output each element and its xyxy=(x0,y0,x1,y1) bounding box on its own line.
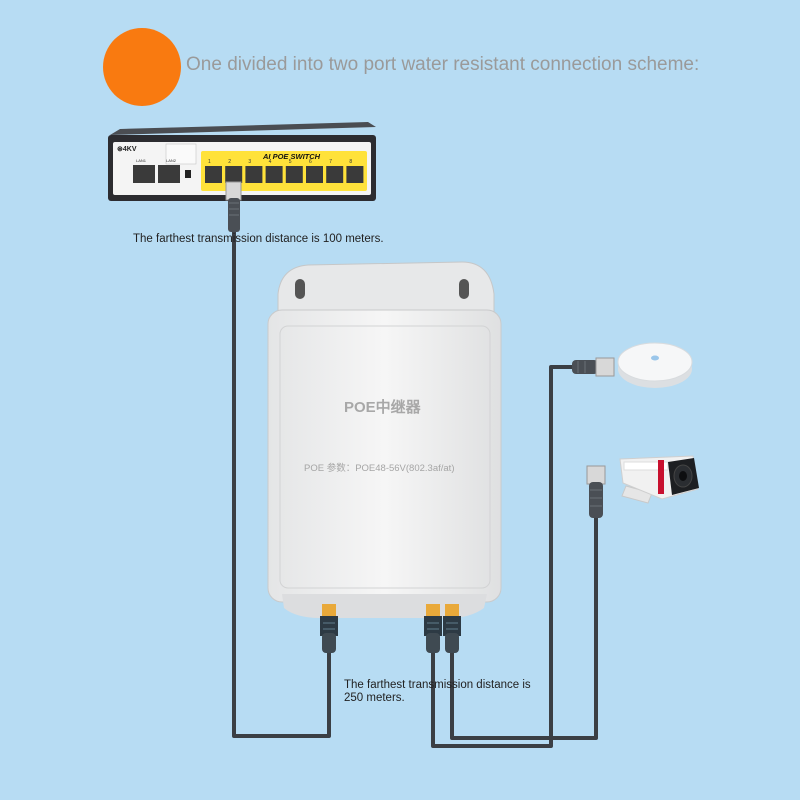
poe-port-4 xyxy=(265,166,283,183)
diagram-title: One divided into two port water resistan… xyxy=(186,54,700,75)
poe-port-2 xyxy=(225,166,243,183)
port-number-7: 7 xyxy=(329,159,332,165)
port-number-4: 4 xyxy=(268,159,272,165)
poe-extender xyxy=(267,261,502,618)
poe-port-5 xyxy=(285,166,303,183)
lan2-label: LAN2 xyxy=(166,158,177,163)
cable-extender-to-camera xyxy=(450,518,598,740)
poe-port-panel xyxy=(201,151,367,191)
cable-switch-to-extender xyxy=(232,232,331,738)
poe-port-1 xyxy=(205,166,222,183)
cables xyxy=(232,232,598,748)
poe-port-7 xyxy=(326,166,344,183)
orange-bullet-icon xyxy=(103,28,181,106)
extender-output-plug-1 xyxy=(424,616,442,653)
shield-icon: ⊛ xyxy=(117,146,123,153)
distance-note-extender: The farthest transmission distance is 25… xyxy=(344,679,531,704)
cable-extender-to-ap xyxy=(431,365,584,748)
wireless-ap-icon xyxy=(617,342,693,388)
distance-note-switch: The farthest transmission distance is 10… xyxy=(133,233,384,245)
poe-switch xyxy=(108,122,376,201)
poe-port-6 xyxy=(306,166,323,183)
port-number-1: 1 xyxy=(208,159,211,165)
ap-cable-plug xyxy=(572,357,615,377)
switch-brand: ⊛4KV xyxy=(117,146,137,153)
extender-name: POE中继器 xyxy=(344,399,421,416)
bullet-camera-icon xyxy=(619,455,699,504)
poe-port-8 xyxy=(346,166,364,183)
switch-title: AI POE SWITCH xyxy=(263,152,321,161)
extender-output-plugs xyxy=(320,616,461,653)
port-number-2: 2 xyxy=(228,159,231,165)
extender-spec: POE 参数：POE48-56V(802.3af/at) xyxy=(304,463,455,474)
port-number-5: 5 xyxy=(288,159,292,165)
port-number-3: 3 xyxy=(248,159,252,165)
switch-cable-plug xyxy=(225,181,242,232)
port-number-8: 8 xyxy=(349,159,353,165)
port-number-6: 6 xyxy=(309,159,312,165)
extender-output-plug-2 xyxy=(443,616,461,653)
extender-input-plug xyxy=(320,616,338,653)
poe-port-3 xyxy=(245,166,263,183)
camera-cable-plug xyxy=(586,465,606,518)
lan1-label: LAN1 xyxy=(136,158,147,163)
